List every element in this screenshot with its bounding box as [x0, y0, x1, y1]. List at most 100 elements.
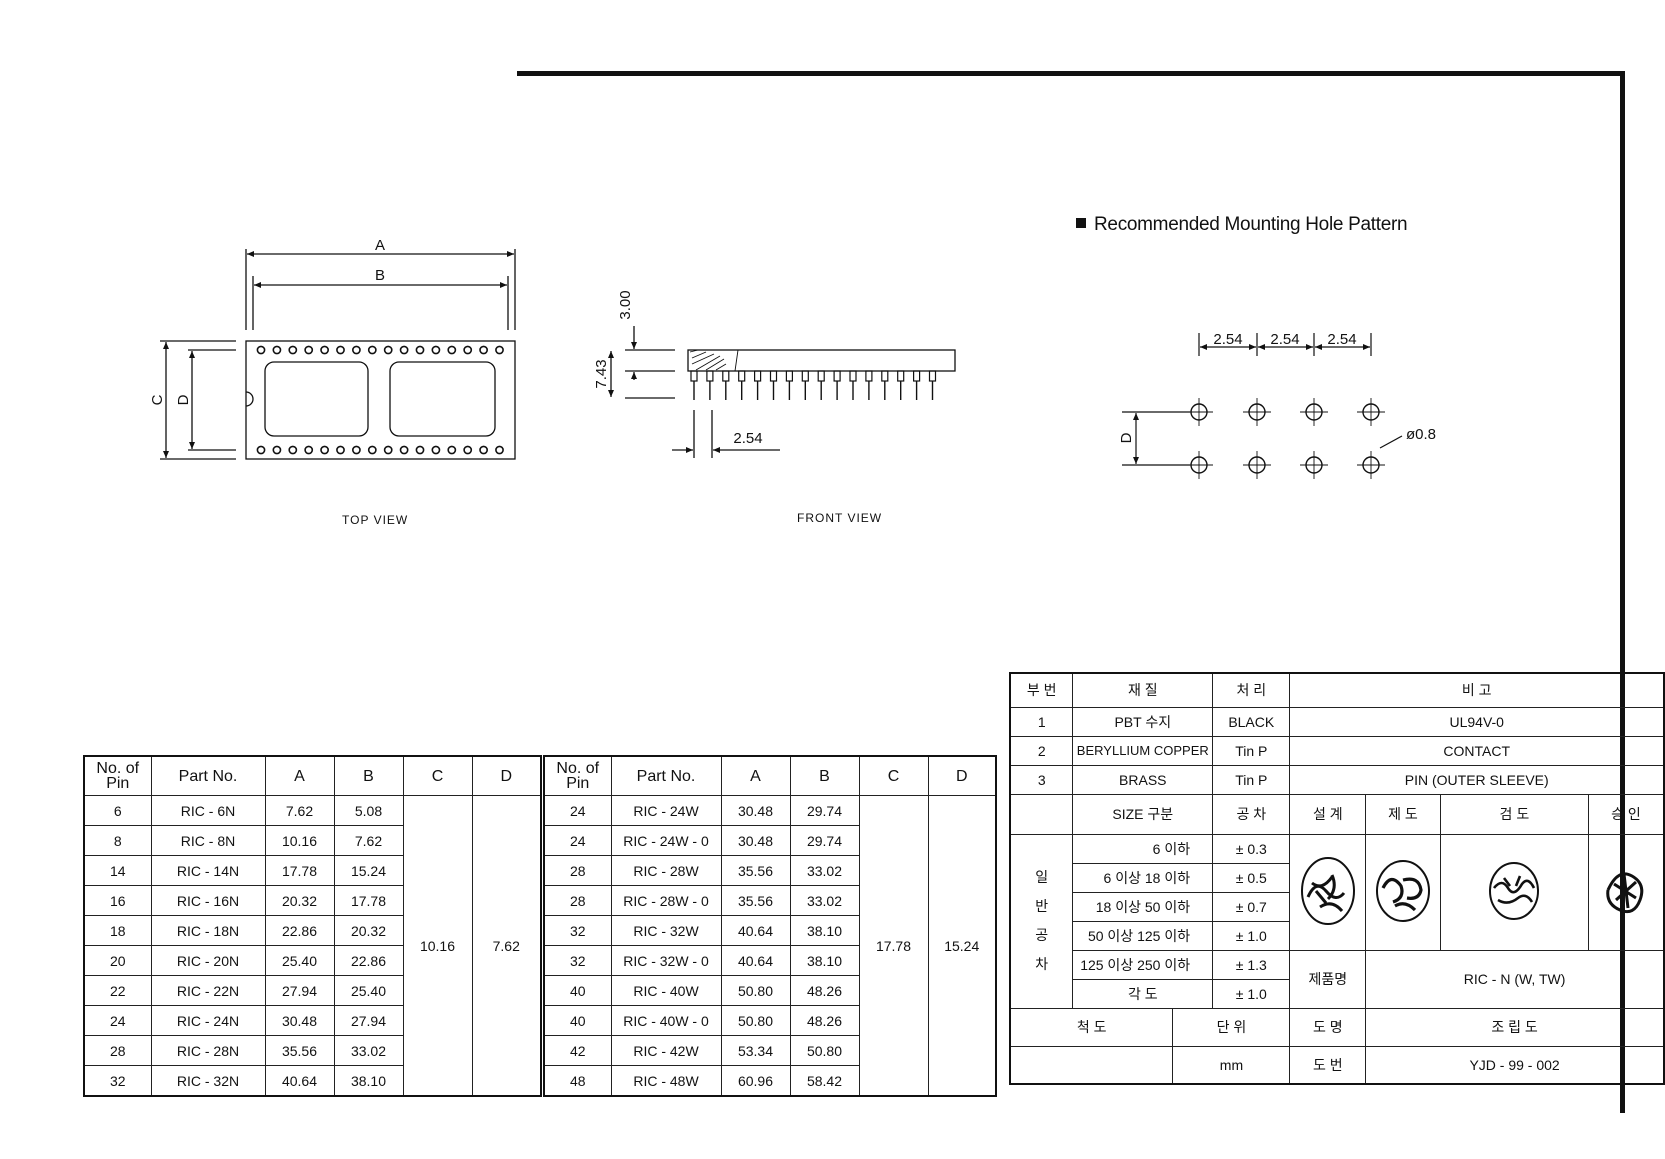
part-no: 3 [1009, 764, 1074, 795]
part-no-cell: RIC - 18N [150, 915, 266, 946]
dim-b-cell: 38.10 [333, 1065, 404, 1097]
pin-count-cell: 16 [83, 885, 152, 916]
part-remark: UL94V-0 [1289, 706, 1665, 737]
drawing-name: 조 립 도 [1365, 1007, 1665, 1047]
dim-a-cell: 25.40 [264, 945, 335, 976]
size-class-label: SIZE 구분 [1072, 793, 1214, 835]
dim-b-cell: 15.24 [333, 855, 404, 886]
dim-a-cell: 10.16 [264, 825, 335, 856]
pin-count-cell: 42 [543, 1035, 612, 1066]
front-dim-7: 7.43 [593, 359, 610, 388]
dim-a-cell: 22.86 [264, 915, 335, 946]
dim-a-cell: 40.64 [720, 945, 791, 976]
design-signature [1289, 833, 1367, 951]
dim-b-cell: 48.26 [789, 975, 860, 1006]
pin-sleeve [865, 370, 873, 382]
pin-sleeve [817, 370, 825, 382]
pin-count-cell: 28 [83, 1035, 152, 1066]
part-no-cell: RIC - 42W [610, 1035, 722, 1066]
pin-count-cell: 14 [83, 855, 152, 886]
pin-sleeve [690, 370, 698, 382]
dim-b-cell: 17.78 [333, 885, 404, 916]
dim-a-cell: 53.34 [720, 1035, 791, 1066]
pin-hole [304, 445, 314, 455]
pin-count-cell: 18 [83, 915, 152, 946]
dim-c-cell: 10.16 [402, 795, 473, 1097]
tol-range: 각 도 [1072, 978, 1214, 1009]
tolerance-row: 일 반 공 차 6 이하 ± 0.3 [1009, 833, 1665, 1009]
tol-range: 18 이상 50 이하 [1072, 891, 1214, 922]
col-header-d: D [471, 755, 542, 796]
pin-hole [383, 345, 393, 355]
tol-value: ± 0.5 [1212, 862, 1291, 893]
dim-b-cell: 33.02 [789, 855, 860, 886]
front-view [608, 326, 956, 458]
dim-b-cell: 50.80 [789, 1035, 860, 1066]
pin-hole [463, 445, 473, 455]
dim-b-cell: 38.10 [789, 915, 860, 946]
pin-count-cell: 24 [543, 795, 612, 826]
dim-d-cell: 15.24 [927, 795, 997, 1097]
pin-hole [495, 445, 504, 455]
pin-hole [272, 445, 282, 455]
col-header-pins: No. of Pin [83, 755, 152, 796]
tol-range: 6 이상 18 이하 [1072, 862, 1214, 893]
section-hatch [689, 349, 727, 371]
dim-label-a: A [375, 237, 385, 254]
hole-pattern [1122, 333, 1403, 479]
part-finish: Tin P [1212, 735, 1291, 766]
pin-hole [431, 445, 441, 455]
part-finish: Tin P [1212, 764, 1291, 795]
part-remark: PIN (OUTER SLEEVE) [1289, 764, 1665, 795]
tol-value: ± 0.7 [1212, 891, 1291, 922]
part-material: BRASS [1072, 764, 1214, 795]
dim-b-cell: 20.32 [333, 915, 404, 946]
front-pins [690, 370, 937, 400]
drawing-no: YJD - 99 - 002 [1365, 1045, 1665, 1085]
tol-value: ± 1.0 [1212, 920, 1291, 951]
pin-sleeve [722, 370, 730, 382]
pin-hole [495, 345, 504, 355]
tol-range: 125 이상 250 이하 [1072, 949, 1214, 980]
top-view [160, 249, 516, 460]
pin-sleeve [801, 370, 809, 382]
pin-count-cell: 40 [543, 975, 612, 1006]
part-no-cell: RIC - 14N [150, 855, 266, 886]
hole-diameter: ø0.8 [1406, 426, 1436, 443]
general-tol-char: 반 [1035, 898, 1049, 914]
part-no-cell: RIC - 6N [150, 795, 266, 826]
parts-header-row: 부 번 재 질 처 리 비 고 [1009, 672, 1665, 708]
part-no-cell: RIC - 32W [610, 915, 722, 946]
dim-a-cell: 50.80 [720, 975, 791, 1006]
pin-hole [383, 445, 393, 455]
drafting-label: 제 도 [1365, 793, 1441, 835]
tol-range: 50 이상 125 이하 [1072, 920, 1214, 951]
pin-count-cell: 28 [543, 855, 612, 886]
part-no: 1 [1009, 706, 1074, 737]
pin-count-cell: 32 [543, 915, 612, 946]
product-name: RIC - N (W, TW) [1365, 949, 1665, 1009]
pin-hole [336, 445, 345, 455]
dim-b-cell: 29.74 [789, 825, 860, 856]
pin-count-cell: 28 [543, 885, 612, 916]
pin-hole [399, 445, 409, 455]
dim-a-cell: 35.56 [720, 855, 791, 886]
hole-grid [1185, 398, 1385, 479]
part-no-cell: RIC - 24N [150, 1005, 266, 1036]
dim-a-cell: 40.64 [264, 1065, 335, 1097]
pin-row-top [256, 345, 504, 355]
unit-label: 단 위 [1172, 1007, 1291, 1047]
tol-range: 6 이하 [1072, 833, 1214, 864]
recommended-heading-text: Recommended Mounting Hole Pattern [1094, 214, 1408, 235]
border-right-rule [1620, 71, 1625, 1113]
pin-hole [320, 345, 329, 355]
pin-count-cell: 40 [543, 1005, 612, 1036]
dim-label-d: D [175, 394, 192, 405]
drawing-info-row: mm 도 번 YJD - 99 - 002 [1009, 1045, 1665, 1085]
